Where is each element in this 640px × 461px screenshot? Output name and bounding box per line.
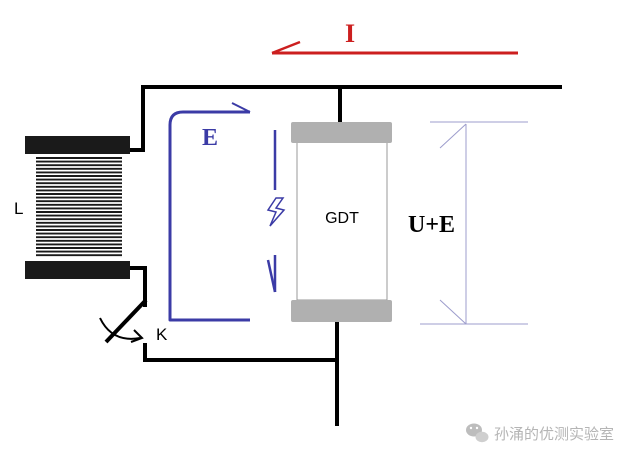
switch-arc-icon [99,317,141,340]
voltage-dimension [420,121,528,325]
voltage-label: U+E [408,212,455,238]
switch-blade [104,298,148,344]
top-wire [126,85,562,152]
wechat-icon [466,423,489,443]
watermark: 孙涌的优测实验室 [466,423,614,443]
lightning-icon [266,197,286,227]
inductor-bottom-plate [25,261,130,279]
gdt-bottom-cap [291,300,392,322]
inductor [25,136,130,279]
discharge-indicator [266,130,286,293]
switch-arrow-icon [130,329,144,343]
inductor-label: L [14,199,23,218]
switch-return-wire [143,343,339,362]
emf-arrow [168,102,251,322]
current-label: I [345,19,355,48]
switch-label: K [156,325,168,344]
circuit-wires [126,85,562,426]
gdt [291,122,392,322]
emf-label: E [202,125,218,151]
current-arrow [271,40,518,55]
watermark-text: 孙涌的优测实验室 [494,425,614,443]
gdt-label: GDT [325,210,359,227]
gdt-top-cap [291,122,392,143]
inductor-top-plate [25,136,130,154]
inductor-windings [36,157,122,257]
switch [99,298,148,344]
bottom-wire [126,266,147,307]
